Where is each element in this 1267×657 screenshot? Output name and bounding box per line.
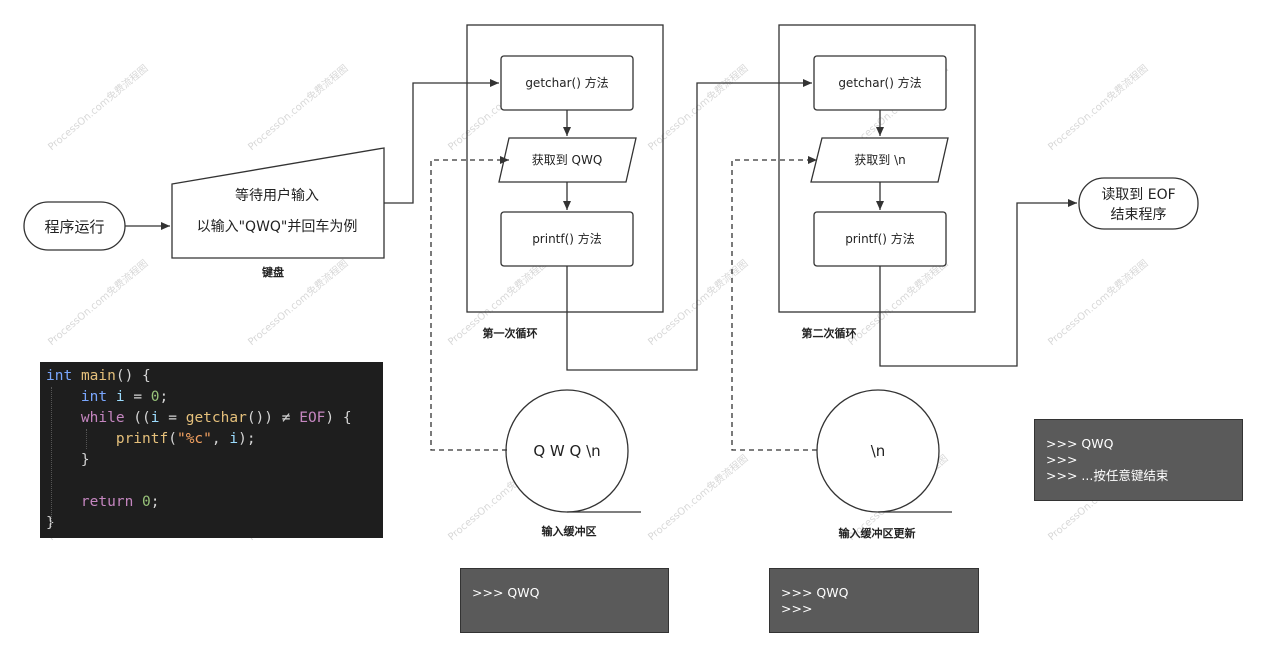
console-line: >>> QWQ bbox=[1046, 436, 1114, 451]
loop2-getchar-text: getchar() 方法 bbox=[838, 75, 921, 90]
console-line: >>> QWQ bbox=[472, 585, 540, 600]
indent-guide bbox=[86, 429, 87, 449]
loop1-getchar-text: getchar() 方法 bbox=[525, 75, 608, 90]
code-line-2: int i = 0; bbox=[80, 389, 169, 405]
end-node-line2: 结束程序 bbox=[1111, 207, 1167, 223]
console-line: >>> ...按任意键结束 bbox=[1046, 468, 1169, 483]
buffer1-text: Q W Q \n bbox=[533, 442, 600, 460]
console-line: >>> bbox=[1046, 452, 1078, 467]
end-node-line1: 读取到 EOF bbox=[1101, 186, 1175, 203]
keyboard-label: 键盘 bbox=[261, 265, 284, 279]
code-snippet: int main() { int i = 0; while ((i = getc… bbox=[40, 362, 383, 538]
code-line-1: int main() { bbox=[46, 368, 151, 384]
loop1-get-node bbox=[498, 137, 637, 183]
edge-buffer1-get bbox=[430, 156, 509, 451]
loop1-printf-text: printf() 方法 bbox=[532, 231, 602, 246]
watermark-text: ProcessOn.com免费流程图 bbox=[1045, 257, 1150, 348]
code-line-5: } bbox=[80, 452, 90, 468]
edge-loop2-end bbox=[879, 199, 1077, 367]
loop2-get-text: 获取到 \n bbox=[854, 153, 905, 167]
watermark-text: ProcessOn.com免费流程图 bbox=[45, 62, 150, 153]
start-node-text: 程序运行 bbox=[44, 218, 104, 236]
code-line-3: while ((i = getchar()) ≠ EOF) { bbox=[80, 410, 352, 426]
keyboard-node bbox=[171, 147, 385, 259]
code-line-6 bbox=[46, 471, 383, 492]
keyboard-line1: 等待用户输入 bbox=[235, 187, 319, 204]
loop2-label: 第二次循环 bbox=[802, 326, 857, 340]
edge-keyboard-loop1 bbox=[384, 79, 499, 204]
buffer2-text: \n bbox=[871, 442, 886, 460]
edge-buffer2-get bbox=[731, 156, 817, 451]
watermark-text: ProcessOn.com免费流程图 bbox=[245, 257, 350, 348]
watermark-text: ProcessOn.com免费流程图 bbox=[45, 257, 150, 348]
watermark-text: ProcessOn.com免费流程图 bbox=[645, 257, 750, 348]
loop1-container bbox=[466, 24, 664, 313]
console-output-2: >>> QWQ >>> bbox=[769, 568, 979, 633]
end-node bbox=[1078, 177, 1199, 230]
watermark-text: ProcessOn.com免费流程图 bbox=[845, 257, 950, 348]
buffer1-label: 输入缓冲区 bbox=[542, 524, 597, 538]
code-line-4: printf("%c", i); bbox=[115, 431, 256, 447]
watermark-text: ProcessOn.com免费流程图 bbox=[245, 62, 350, 153]
loop1-label: 第一次循环 bbox=[483, 326, 538, 340]
console-output-1: >>> QWQ bbox=[460, 568, 669, 633]
loop1-get-text: 获取到 QWQ bbox=[532, 153, 603, 167]
watermark-text: ProcessOn.com免费流程图 bbox=[645, 62, 750, 153]
console-output-3: >>> QWQ >>> >>> ...按任意键结束 bbox=[1034, 419, 1243, 501]
loop2-get-node bbox=[810, 137, 949, 183]
watermark-text: ProcessOn.com免费流程图 bbox=[645, 452, 750, 543]
code-line-8: } bbox=[46, 515, 55, 531]
console-line: >>> QWQ bbox=[781, 585, 849, 600]
loop2-container bbox=[778, 24, 976, 313]
code-line-7: return 0; bbox=[80, 494, 160, 510]
indent-guide bbox=[51, 387, 52, 527]
watermark-text: ProcessOn.com免费流程图 bbox=[1045, 62, 1150, 153]
loop2-printf-text: printf() 方法 bbox=[845, 231, 915, 246]
buffer2-label: 输入缓冲区更新 bbox=[839, 526, 916, 540]
keyboard-line2: 以输入"QWQ"并回车为例 bbox=[197, 218, 358, 235]
console-line: >>> bbox=[781, 601, 813, 616]
edge-loop1-loop2 bbox=[566, 79, 812, 371]
